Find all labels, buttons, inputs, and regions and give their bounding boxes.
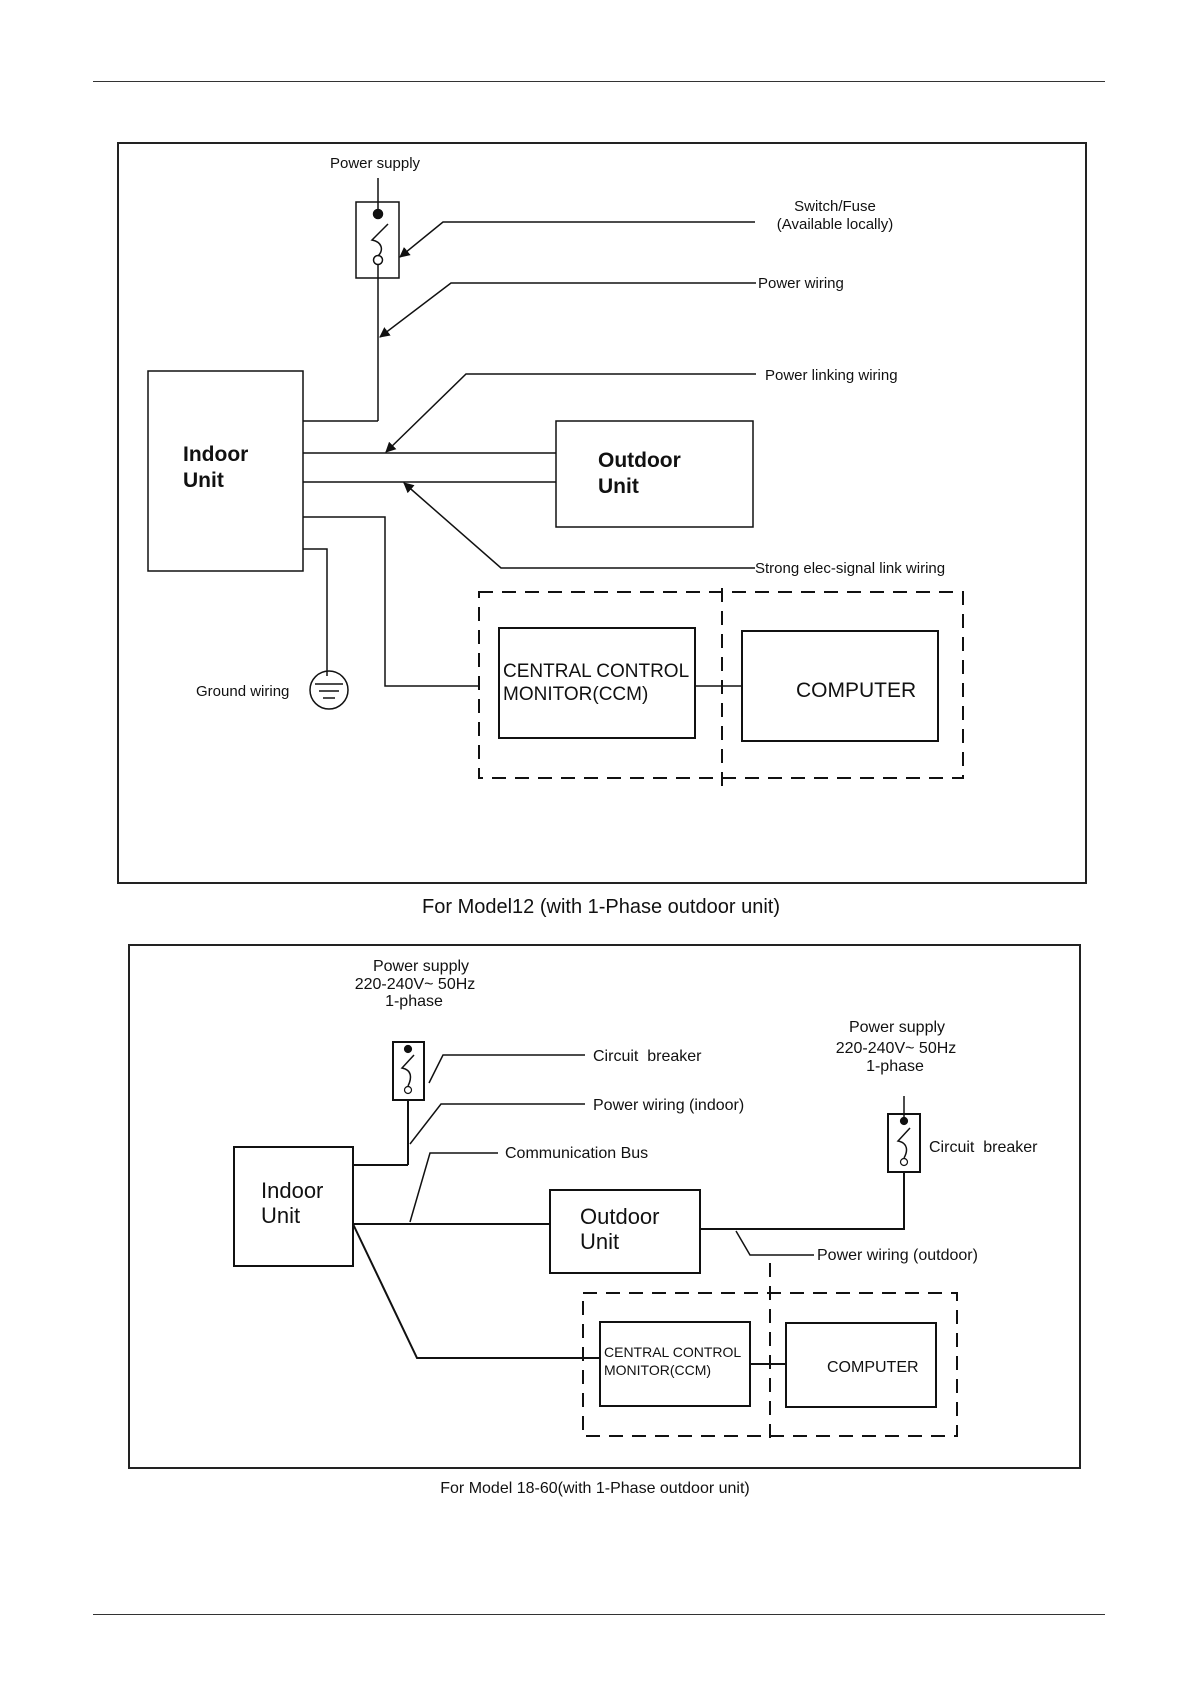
- computer-label: COMPUTER: [796, 679, 916, 702]
- power-supply-right-phase: 1-phase: [866, 1058, 924, 1075]
- outdoor-unit-label-b: Outdoor: [580, 1204, 660, 1229]
- power-supply-left-voltage: 220-240V~ 50Hz: [355, 976, 476, 993]
- diagram2-labels: Power supply 220-240V~ 50Hz 1-phase Powe…: [261, 958, 1038, 1378]
- indoor-unit-box-2: [233, 1146, 354, 1267]
- ccm-label-2: MONITOR(CCM): [503, 684, 648, 705]
- header-rule: [93, 81, 1105, 82]
- footer-rule: [93, 1614, 1105, 1615]
- indoor-unit-label-b: Indoor: [261, 1178, 323, 1203]
- switch-contact: [372, 254, 384, 266]
- diagram2-caption: For Model 18-60(with 1-Phase outdoor uni…: [440, 1480, 750, 1497]
- circuit-breaker-left-label: Circuit breaker: [593, 1048, 702, 1065]
- outdoor-unit-label: Outdoor: [598, 449, 681, 472]
- outdoor-unit-label-b-2: Unit: [580, 1229, 619, 1254]
- power-wiring-label: Power wiring: [758, 275, 844, 292]
- diagram2-frame: [128, 944, 1081, 1469]
- diagram2: [233, 1041, 958, 1446]
- ccm-label: CENTRAL CONTROL: [503, 661, 689, 682]
- outdoor-unit-label-2: Unit: [598, 475, 639, 498]
- indoor-unit-label-b-2: Unit: [261, 1203, 300, 1228]
- ccm-box: [498, 627, 696, 739]
- power-supply-left-label: Power supply: [373, 958, 469, 975]
- indoor-unit-box: [147, 370, 304, 572]
- communication-bus-label: Communication Bus: [505, 1145, 648, 1162]
- power-wiring-indoor-label: Power wiring (indoor): [593, 1097, 744, 1114]
- outdoor-unit-box-2: [549, 1189, 701, 1274]
- power-wiring-outdoor-label: Power wiring (outdoor): [817, 1247, 978, 1264]
- ccm-label-b-2: MONITOR(CCM): [604, 1362, 711, 1378]
- ccm-label-b: CENTRAL CONTROL: [604, 1344, 741, 1360]
- ground-symbol: [309, 670, 349, 710]
- switch-fuse-label: Switch/Fuse: [794, 198, 876, 215]
- power-supply-left-phase: 1-phase: [385, 993, 443, 1010]
- switch-fuse-note: (Available locally): [777, 216, 893, 233]
- diagram1-frame: [117, 142, 1087, 884]
- diagram1-labels: Power supply Switch/Fuse (Available loca…: [183, 155, 945, 705]
- indoor-unit-label: Indoor: [183, 443, 248, 466]
- power-supply-label: Power supply: [330, 155, 421, 172]
- diagram1-caption: For Model12 (with 1-Phase outdoor unit): [422, 896, 780, 918]
- strong-signal-wiring-label: Strong elec-signal link wiring: [755, 560, 945, 577]
- diagram1: [147, 178, 964, 792]
- circuit-breaker-right-label: Circuit breaker: [929, 1139, 1038, 1156]
- outdoor-unit-box: [555, 420, 754, 528]
- computer-label-b: COMPUTER: [827, 1359, 919, 1376]
- power-supply-right-voltage: 220-240V~ 50Hz: [836, 1040, 957, 1057]
- power-linking-wiring-label: Power linking wiring: [765, 367, 898, 384]
- ground-wiring-label: Ground wiring: [196, 683, 289, 700]
- power-supply-right-label: Power supply: [849, 1019, 945, 1036]
- indoor-unit-label-2: Unit: [183, 469, 224, 492]
